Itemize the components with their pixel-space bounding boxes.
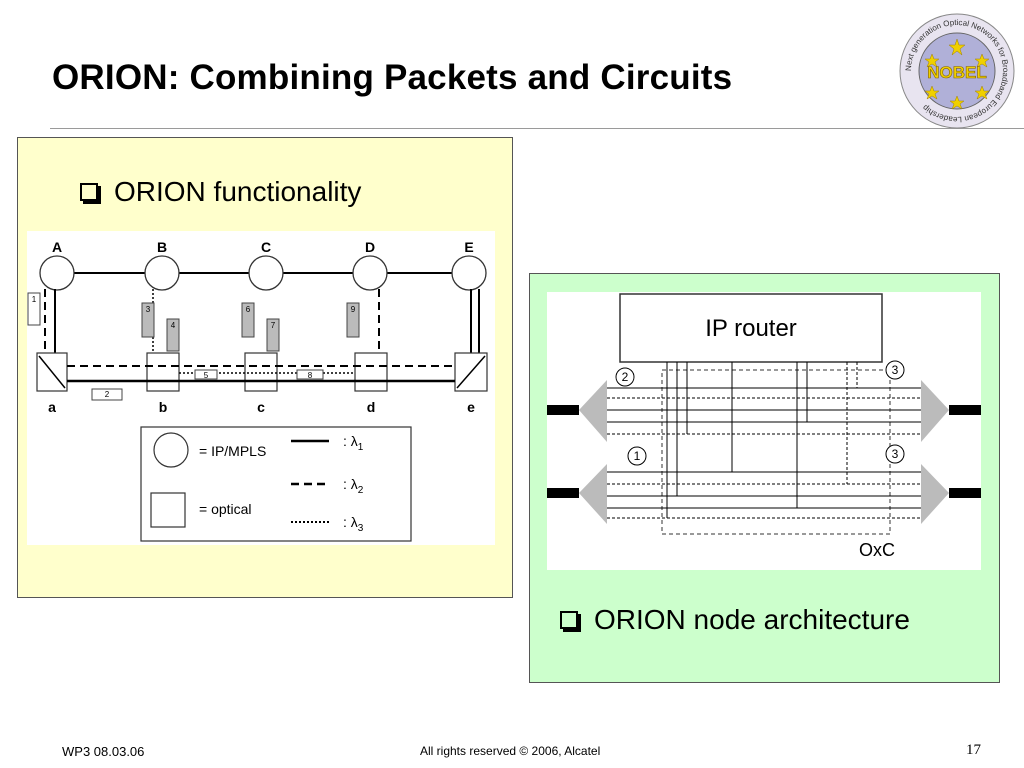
- box-label-6: 6: [246, 305, 251, 314]
- checkbox-bullet-icon: [80, 183, 98, 201]
- marker-3-bottom: 3: [892, 447, 899, 461]
- page-title: ORION: Combining Packets and Circuits: [52, 58, 733, 97]
- ip-node-C: [248, 255, 284, 291]
- box-label-4: 4: [171, 321, 176, 330]
- optical-node-b: [146, 352, 180, 392]
- svg-text:: λ3: : λ3: [343, 514, 364, 534]
- box-label-7: 7: [271, 321, 276, 330]
- page-number: 17: [966, 742, 981, 758]
- optical-label-d: d: [367, 399, 376, 415]
- legend-optical-symbol: [150, 492, 186, 528]
- optical-label-e: e: [467, 399, 475, 415]
- marker-1: 1: [634, 449, 641, 463]
- oxc-box: [661, 369, 891, 535]
- bullet-text: ORION functionality: [114, 176, 362, 207]
- box-label-5: 5: [204, 371, 209, 380]
- ip-node-B: [144, 255, 180, 291]
- title-divider: [50, 128, 1024, 129]
- ip-router-box: [619, 293, 883, 363]
- footer-date: WP3 08.03.06: [62, 744, 145, 759]
- legend-lambda-3-prefix: : λ: [343, 514, 358, 530]
- bullet-orion-node-architecture: ORION node architecture: [560, 604, 910, 636]
- svg-text:: λ1: : λ1: [343, 433, 364, 453]
- node-label-B: B: [157, 239, 167, 255]
- node-label-C: C: [261, 239, 271, 255]
- node-label-D: D: [365, 239, 375, 255]
- checkbox-bullet-icon: [560, 611, 578, 629]
- ip-node-A: [39, 255, 75, 291]
- legend-lambda-2-index: 2: [358, 485, 364, 496]
- marker-2: 2: [622, 370, 629, 384]
- svg-text:: λ2: : λ2: [343, 476, 364, 496]
- ip-router-label: IP router: [705, 315, 797, 342]
- orion-functionality-diagram: A B C D E 1 2 3 4: [27, 231, 495, 545]
- legend-ip-label: = IP/MPLS: [199, 443, 266, 459]
- optical-node-d: [354, 352, 388, 392]
- box-label-2: 2: [105, 390, 110, 399]
- legend-ip-symbol: [153, 432, 189, 468]
- optical-label-b: b: [159, 399, 168, 415]
- oxc-label: OxC: [859, 540, 895, 560]
- optical-node-c: [244, 352, 278, 392]
- nobel-logo: Next generation Optical Networks for Bro…: [899, 13, 1015, 129]
- marker-3-top: 3: [892, 363, 899, 377]
- box-label-9: 9: [351, 305, 356, 314]
- ip-node-D: [352, 255, 388, 291]
- ip-node-E: [451, 255, 487, 291]
- legend-lambda-3-index: 3: [358, 523, 364, 534]
- legend-optical-label: = optical: [199, 501, 252, 517]
- box-label-1: 1: [32, 295, 37, 304]
- footer-copyright: All rights reserved © 2006, Alcatel: [420, 744, 601, 758]
- box-label-3: 3: [146, 305, 151, 314]
- orion-node-architecture-diagram: IP router OxC: [547, 292, 981, 570]
- node-label-A: A: [52, 239, 62, 255]
- logo-name: NOBEL: [927, 63, 987, 82]
- optical-label-c: c: [257, 399, 265, 415]
- bullet-text: ORION node architecture: [594, 604, 910, 635]
- legend-lambda-1-prefix: : λ: [343, 433, 358, 449]
- legend-lambda-1-index: 1: [358, 442, 364, 453]
- optical-label-a: a: [48, 399, 56, 415]
- node-label-E: E: [464, 239, 473, 255]
- legend-lambda-2-prefix: : λ: [343, 476, 358, 492]
- bullet-orion-functionality: ORION functionality: [80, 176, 361, 208]
- box-label-8: 8: [308, 371, 313, 380]
